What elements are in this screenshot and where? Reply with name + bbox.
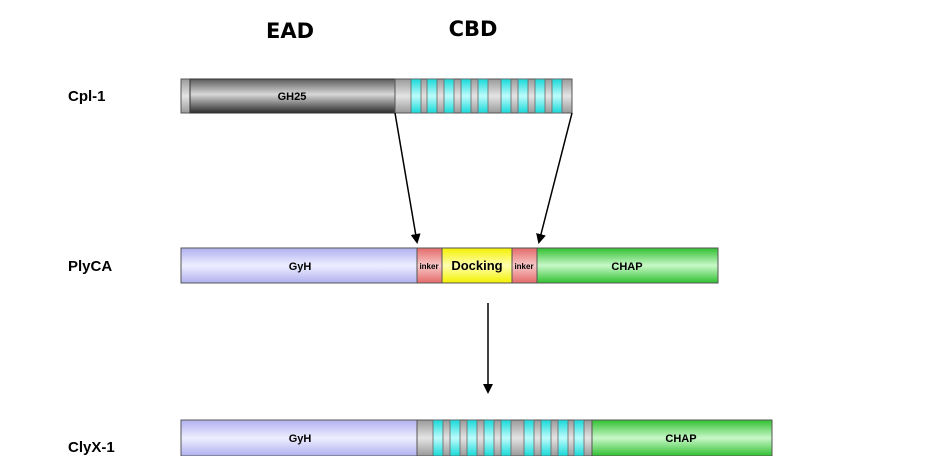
cbd-repeat xyxy=(460,78,472,114)
header-cbd: CBD xyxy=(449,17,498,41)
cbd-repeat xyxy=(573,419,585,456)
cbd-repeat xyxy=(426,78,438,114)
cpl1-gh25-label: GH25 xyxy=(278,91,307,103)
cbd-repeat xyxy=(410,78,422,114)
clyx1-cbd-repeats xyxy=(432,419,585,456)
plyca-gyh-domain xyxy=(180,247,418,284)
clyx1-chap-label: CHAP xyxy=(665,433,696,445)
plyca-linker1-label: inker xyxy=(419,262,438,271)
cbd-repeat xyxy=(483,419,495,456)
cbd-repeat xyxy=(500,78,512,114)
cbd-repeat xyxy=(551,78,563,114)
cpl1-protein-bar: GH25 xyxy=(180,78,573,114)
clyx1-protein-bar: GyH CHAP xyxy=(180,419,773,456)
arrow-cbd-start-to-linker1 xyxy=(394,112,421,244)
cbd-repeat xyxy=(523,419,535,456)
cbd-repeat xyxy=(466,419,478,456)
cpl1-nterm-segment xyxy=(180,78,191,114)
cbd-repeat xyxy=(432,419,444,456)
cbd-repeat xyxy=(534,78,546,114)
cbd-repeat xyxy=(477,78,489,114)
row-label-plyca: PlyCA xyxy=(68,258,112,275)
clyx1-gyh-label: GyH xyxy=(289,433,312,445)
plyca-chap-label: CHAP xyxy=(611,261,642,273)
clyx1-chap-domain xyxy=(591,419,773,456)
row-label-cpl1: Cpl-1 xyxy=(68,88,106,105)
cbd-repeat xyxy=(557,419,569,456)
plyca-linker2 xyxy=(511,247,538,284)
row-label-clyx1: ClyX-1 xyxy=(68,439,115,456)
header-ead: EAD xyxy=(266,19,314,43)
cpl1-gh25-domain xyxy=(189,78,396,114)
plyca-linker2-label: inker xyxy=(514,262,533,271)
plyca-docking-label: Docking xyxy=(451,258,502,273)
cbd-repeat xyxy=(449,419,461,456)
cpl1-cbd-repeats xyxy=(410,78,563,114)
arrow-cbd-end-to-linker2 xyxy=(536,112,573,244)
plyca-chap-domain xyxy=(536,247,719,284)
cbd-repeat xyxy=(443,78,455,114)
cbd-repeat xyxy=(540,419,552,456)
cbd-repeat xyxy=(517,78,529,114)
plyca-protein-bar: GyH inker Docking inker CHAP xyxy=(180,247,719,284)
cbd-repeat xyxy=(500,419,512,456)
plyca-gyh-label: GyH xyxy=(289,261,312,273)
plyca-docking-domain xyxy=(441,247,513,284)
